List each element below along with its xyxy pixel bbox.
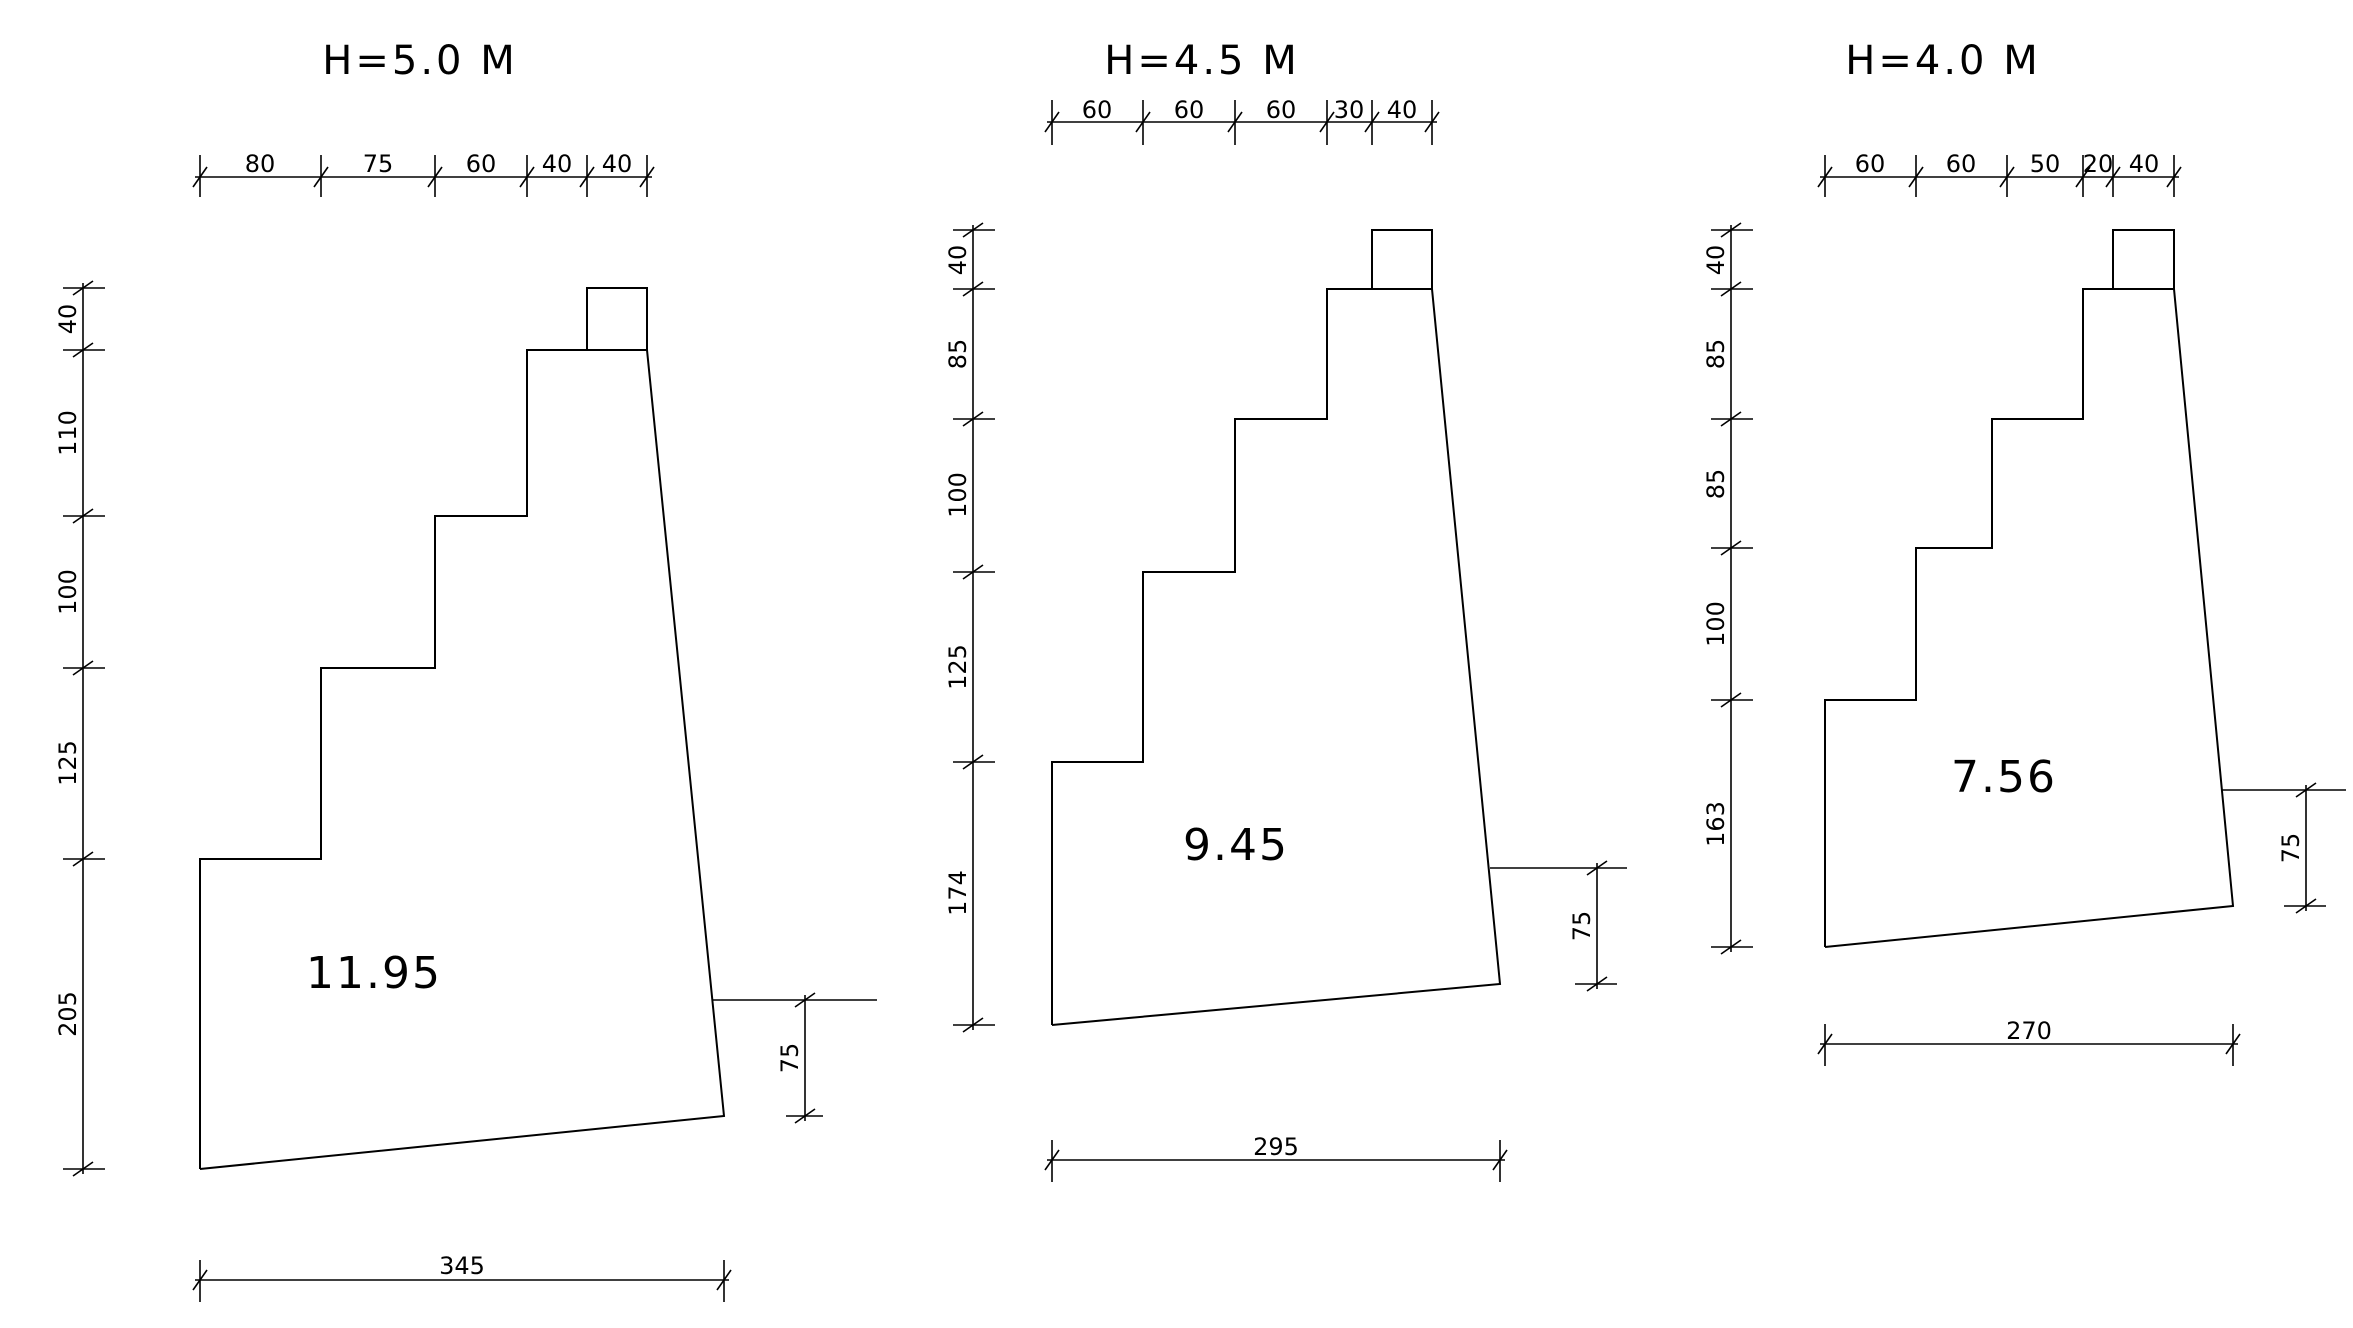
bottom-dimension: 295: [1044, 1133, 1508, 1182]
wall-profile: [199, 349, 726, 1170]
dim-text: 174: [944, 870, 972, 916]
dim-text: 163: [1702, 801, 1730, 847]
section-title: H=4.0 M: [1845, 38, 2040, 84]
dim-text: 60: [1174, 96, 1205, 124]
dim-text: 85: [944, 339, 972, 370]
dim-text: 100: [944, 472, 972, 518]
bottom-dimension: 345: [192, 1252, 732, 1302]
area-label: 7.56: [1951, 752, 2057, 803]
right-dimension: 75: [712, 992, 877, 1124]
dim-text: 40: [944, 245, 972, 276]
dim-text: 345: [439, 1252, 485, 1280]
dim-text: 60: [466, 150, 497, 178]
dim-text: 75: [1568, 911, 1596, 942]
dim-text: 205: [54, 991, 82, 1037]
dim-text: 75: [363, 150, 394, 178]
dim-text: 110: [54, 410, 82, 456]
wall-profile: [1051, 288, 1502, 1026]
dim-text: 295: [1253, 1133, 1299, 1161]
dim-text: 60: [1082, 96, 1113, 124]
dim-text: 125: [54, 740, 82, 786]
dim-text: 40: [1387, 96, 1418, 124]
dim-text: 30: [1334, 96, 1365, 124]
right-dimension: 75: [1490, 860, 1627, 992]
left-dimension-chain: 40 85 100 125 174: [944, 222, 995, 1033]
dim-text: 75: [2277, 833, 2305, 864]
dim-text: 75: [776, 1043, 804, 1074]
dim-text: 20: [2083, 150, 2114, 178]
dim-text: 40: [602, 150, 633, 178]
section-h45: H=4.5 M 9.45 60 60 60 30 40: [944, 38, 1627, 1182]
section-title: H=5.0 M: [322, 38, 517, 84]
dim-text: 60: [1946, 150, 1977, 178]
section-title: H=4.5 M: [1104, 38, 1299, 84]
section-h40: H=4.0 M 7.56 60 60 50 20 40: [1702, 38, 2346, 1066]
bottom-dimension: 270: [1817, 1017, 2241, 1066]
area-label: 11.95: [306, 948, 442, 999]
dim-text: 100: [54, 569, 82, 615]
dim-text: 40: [54, 304, 82, 335]
top-dimension-chain: 80 75 60 40 40: [192, 150, 655, 197]
dim-text: 40: [542, 150, 573, 178]
dim-text: 125: [944, 644, 972, 690]
coping-block: [1371, 229, 1433, 290]
top-dimension-chain: 60 60 60 30 40: [1044, 96, 1440, 145]
right-dimension: 75: [2222, 782, 2346, 914]
dim-text: 100: [1702, 601, 1730, 647]
dim-text: 85: [1702, 339, 1730, 370]
dim-text: 80: [245, 150, 276, 178]
coping-block: [586, 287, 648, 351]
dim-text: 40: [1702, 245, 1730, 276]
coping-block: [2112, 229, 2175, 290]
left-dimension-chain: 40 110 100 125 205: [54, 280, 105, 1177]
dim-text: 270: [2006, 1017, 2052, 1045]
left-dimension-chain: 40 85 85 100 163: [1702, 222, 1753, 955]
area-label: 9.45: [1183, 820, 1289, 871]
section-h50: H=5.0 M 11.95 80 75 60 40 40: [54, 38, 877, 1302]
dim-text: 60: [1855, 150, 1886, 178]
dim-text: 85: [1702, 469, 1730, 500]
dim-text: 40: [2129, 150, 2160, 178]
top-dimension-chain: 60 60 50 20 40: [1817, 150, 2182, 197]
wall-profile: [1824, 288, 2235, 948]
dim-text: 60: [1266, 96, 1297, 124]
dim-text: 50: [2030, 150, 2061, 178]
